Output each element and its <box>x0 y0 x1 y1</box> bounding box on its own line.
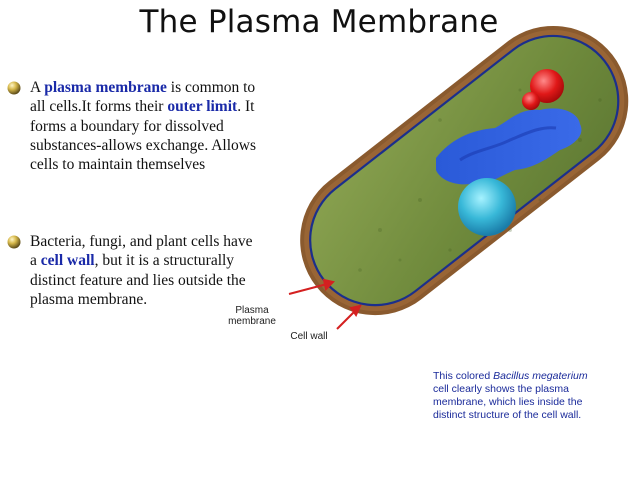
plasma-membrane-term: plasma membrane <box>44 79 167 96</box>
plasma-membrane-label: Plasma membrane <box>228 305 276 327</box>
bullet-text-1: A plasma membrane is common to all cells… <box>30 78 261 174</box>
image-caption: This colored Bacillus megaterium cell cl… <box>433 370 603 422</box>
bullet-1-part-3: is common to all cells.It forms their <box>30 79 256 116</box>
bullet-text-2: Bacteria, fungi, and plant cells have a … <box>30 232 261 309</box>
bullet-1-part-5: . It forms a boundary for dissolved subs… <box>30 98 256 174</box>
red-granule <box>530 69 564 103</box>
bullet-2-part-3: , but it is a structurally distinct feat… <box>30 252 246 308</box>
cell-wall-label: Cell wall <box>290 331 328 342</box>
slide-title: The Plasma Membrane <box>139 4 499 40</box>
cell-wall-term: cell wall <box>40 252 95 270</box>
cell-wall-arrow <box>336 310 356 330</box>
cyan-granule <box>458 178 516 236</box>
orb-bullet-icon <box>7 235 21 249</box>
outer-limit-term: outer limit <box>167 98 238 116</box>
bullet-item-1: A plasma membrane is common to all cells… <box>6 78 261 174</box>
caption-species: Bacillus megaterium <box>493 370 588 382</box>
plasma-membrane-arrow <box>288 283 328 295</box>
bullet-2-part-1: Bacteria, fungi, and plant cells have a <box>30 233 253 270</box>
orb-bullet-icon <box>7 81 21 95</box>
bullet-item-2: Bacteria, fungi, and plant cells have a … <box>6 232 261 309</box>
bullet-1-part-1: A <box>30 79 45 96</box>
caption-part-1: This colored <box>433 370 494 382</box>
caption-part-3: cell clearly shows the plasma membrane, … <box>433 383 583 421</box>
